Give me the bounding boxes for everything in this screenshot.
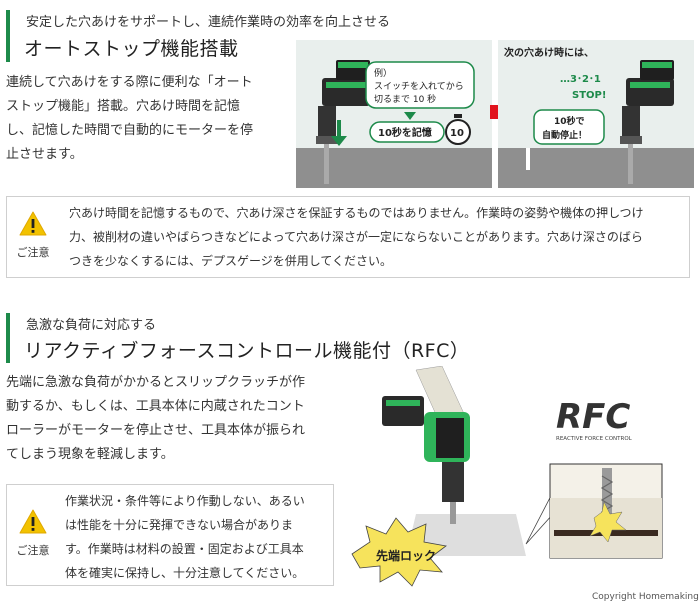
description-line: ストップ機能」搭載。穴あけ時間を記憶 — [6, 99, 241, 114]
description-line: ローラーがモーターを停止させ、工具本体が振られ — [6, 423, 306, 438]
caution-marker: ご注意 — [13, 509, 53, 558]
description-line: し、記憶した時間で自動的にモーターを停 — [6, 123, 254, 138]
auto-stop-bubble: 10秒で 自動停止！ — [533, 109, 605, 145]
caution-line: 穴あけ時間を記憶するもので、穴あけ深さを保証するものではありません。作業時の姿勢… — [69, 206, 644, 220]
hammer-drill-image — [620, 60, 674, 184]
hammer-drill-image — [316, 60, 370, 184]
description-line: 止させます。 — [6, 147, 83, 162]
section1-accent-bar — [6, 10, 10, 62]
memory-label: 10秒を記憶 — [378, 126, 432, 139]
section2-accent-bar — [6, 313, 10, 363]
section2-description: 先端に急激な負荷がかかるとスリップクラッチが作 動するか、もしくは、工具本体に内… — [6, 371, 336, 467]
example-bubble-line: 切るまで 10 秒 — [374, 93, 436, 105]
caution-label: ご注意 — [16, 544, 50, 557]
stopwatch-icon: 10 — [445, 114, 471, 145]
copyright-text: Copyright Homemaking — [592, 592, 699, 602]
tip-lock-burst: 先端ロック — [351, 517, 447, 587]
concrete-block — [498, 148, 694, 188]
caution-line: は性能を十分に発揮できない場合がありま — [65, 518, 294, 532]
warning-icon — [19, 509, 47, 534]
caution-line: 体を確実に保持し、十分注意してください。 — [65, 566, 305, 580]
autostop-illustration-left: 例） スイッチを入れてから 切るまで 10 秒 10秒を記憶 10 — [296, 40, 492, 188]
caution-box: ご注意 作業状況・条件等により作動しない、あるい は性能を十分に発揮できない場合… — [6, 484, 334, 586]
example-bubble: 例） スイッチを入れてから 切るまで 10 秒 — [365, 61, 475, 109]
tip-lock-label: 先端ロック — [376, 548, 436, 563]
caution-marker: ご注意 — [13, 211, 53, 260]
rotary-hammer-image — [382, 396, 470, 524]
timer-number: 10 — [450, 128, 464, 139]
down-arrow-icon — [331, 120, 347, 146]
rfc-illustration: 先端ロック RFC REACTIVE FORCE CONTROL — [351, 366, 663, 587]
caution-line: 力、被削材の違いやばらつきなどによって穴あけ深さが一定にならないことがあります。… — [69, 230, 643, 244]
hole-marker — [526, 148, 530, 170]
memory-badge — [369, 121, 445, 143]
description-line: てしまう現象を軽減します。 — [6, 447, 174, 462]
next-drill-heading: 次の穴あけ時には、 — [504, 46, 594, 59]
bit-closeup-inset — [549, 463, 663, 559]
auto-stop-line: 10秒で — [554, 115, 585, 127]
autostop-illustration-right: 次の穴あけ時には、 …3･2･1 STOP! 10秒で 自動停止！ — [498, 40, 694, 188]
caution-box: ご注意 穴あけ時間を記憶するもので、穴あけ深さを保証するものではありません。作業… — [6, 196, 690, 278]
caution-line: す。作業時は材料の設置・固定および工具本 — [65, 542, 304, 556]
rfc-tagline: REACTIVE FORCE CONTROL — [556, 436, 633, 442]
section2-title: リアクティブフォースコントロール機能付（RFC） — [24, 340, 470, 362]
example-bubble-line: 例） — [374, 67, 392, 79]
section1-subtitle: 安定した穴あけをサポートし、連続作業時の効率を向上させる — [26, 15, 391, 30]
rfc-logo: RFC — [556, 397, 630, 437]
caution-text: 穴あけ時間を記憶するもので、穴あけ深さを保証するものではありません。作業時の姿勢… — [69, 201, 687, 273]
section1-description: 連続して穴あけをする際に便利な「オート ストップ機能」搭載。穴あけ時間を記憶 し… — [6, 71, 286, 167]
example-bubble-line: スイッチを入れてから — [374, 81, 464, 92]
caution-text: 作業状況・条件等により作動しない、あるい は性能を十分に発揮できない場合がありま… — [65, 489, 327, 585]
countdown-text: …3･2･1 — [560, 74, 601, 85]
auto-stop-line: 自動停止！ — [542, 129, 587, 141]
description-line: 先端に急激な負荷がかかるとスリップクラッチが作 — [6, 375, 306, 390]
warning-icon — [19, 211, 47, 236]
caution-label: ご注意 — [16, 246, 50, 259]
section2-subtitle: 急激な負荷に対応する — [26, 318, 157, 333]
down-triangle-icon — [404, 112, 416, 120]
section1-title: オートストップ機能搭載 — [24, 38, 239, 60]
description-line: 連続して穴あけをする際に便利な「オート — [6, 75, 253, 90]
description-line: 動するか、もしくは、工具本体に内蔵されたコント — [6, 399, 305, 414]
stop-text: STOP! — [572, 90, 606, 101]
caution-line: 作業状況・条件等により作動しない、あるい — [65, 494, 305, 508]
caution-line: つきを少なくするには、デプスゲージを併用してください。 — [69, 254, 393, 268]
